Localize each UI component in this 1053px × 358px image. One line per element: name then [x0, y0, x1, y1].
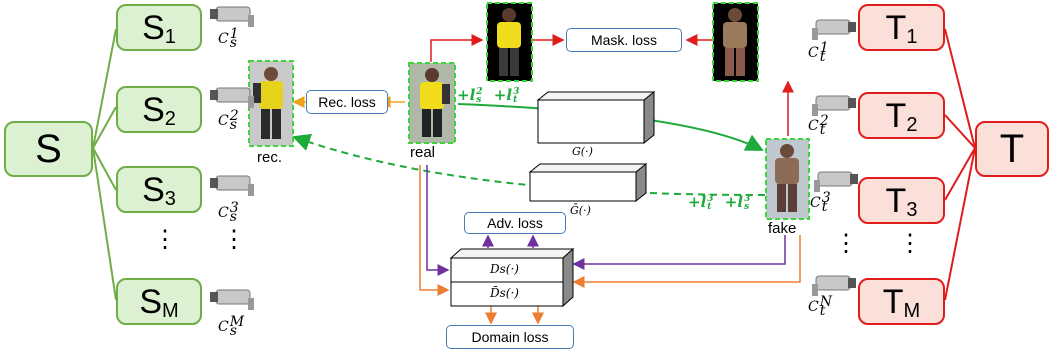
- rec-image-label: rec.: [257, 149, 283, 166]
- source-tree-edges: [92, 28, 117, 301]
- camera-icon: [210, 6, 254, 27]
- target-ellipsis: ⋮: [834, 230, 858, 257]
- discriminator-dsbar-label: D̄s(·): [490, 286, 519, 300]
- source-domain-label: S: [139, 282, 162, 321]
- generator-gbar-box: [528, 162, 648, 203]
- fake-image-label: fake: [768, 220, 797, 237]
- source-root-node: S: [4, 121, 93, 177]
- camera-icon: [814, 171, 858, 192]
- domain-loss-box: Domain loss: [446, 325, 574, 349]
- camera-icon: [812, 275, 856, 296]
- target-domain-label: T: [885, 181, 907, 220]
- target-domain-label: T: [882, 282, 904, 321]
- camera-icon: [812, 19, 856, 40]
- source-domain-sub: 1: [164, 26, 176, 48]
- target-domain-sub: M: [903, 300, 921, 322]
- source-domain-sub: 3: [164, 188, 176, 210]
- target-cam-ellipsis: ⋮: [898, 230, 922, 257]
- target-root-node: T: [975, 121, 1049, 177]
- generator-g-box: [536, 90, 656, 145]
- source-root-label: S: [35, 127, 62, 171]
- target-domain-sub: 3: [906, 199, 918, 221]
- discriminator-stack: [449, 247, 575, 308]
- rec-person-image: [248, 60, 294, 147]
- source-cam-ellipsis: ⋮: [222, 226, 246, 253]
- target-domain-sub: 1: [906, 26, 918, 48]
- source-ellipsis: ⋮: [153, 226, 177, 253]
- target-tree-edges: [944, 28, 976, 301]
- mask-fake-person-image: [712, 2, 759, 82]
- target-domain-label: T: [885, 8, 907, 47]
- target-root-label: T: [999, 127, 1025, 171]
- source-domain-sub: M: [162, 300, 179, 322]
- source-domain-label: S: [142, 90, 165, 129]
- source-domain-label: S: [142, 8, 165, 47]
- generator-gbar-label: Ḡ(·): [570, 204, 591, 217]
- mask-real-person-image: [486, 2, 533, 82]
- source-domain-sub: 2: [164, 108, 176, 130]
- discriminator-ds-label: Ds(·): [490, 262, 519, 276]
- fake-person-image: [765, 138, 810, 220]
- real-person-image: [408, 62, 456, 144]
- camera-icon: [812, 95, 856, 116]
- rec-loss-box: Rec. loss: [306, 90, 388, 114]
- adv-loss-box: Adv. loss: [464, 212, 566, 234]
- target-domain-sub: 2: [906, 114, 918, 136]
- real-image-label: real: [410, 144, 436, 161]
- generator-g-label: G(·): [572, 145, 593, 158]
- camera-icon: [210, 87, 254, 108]
- camera-icon: [210, 175, 254, 196]
- mask-loss-box: Mask. loss: [566, 28, 682, 52]
- source-domain-label: S: [142, 170, 165, 209]
- camera-icon: [210, 289, 254, 310]
- target-domain-label: T: [885, 96, 907, 135]
